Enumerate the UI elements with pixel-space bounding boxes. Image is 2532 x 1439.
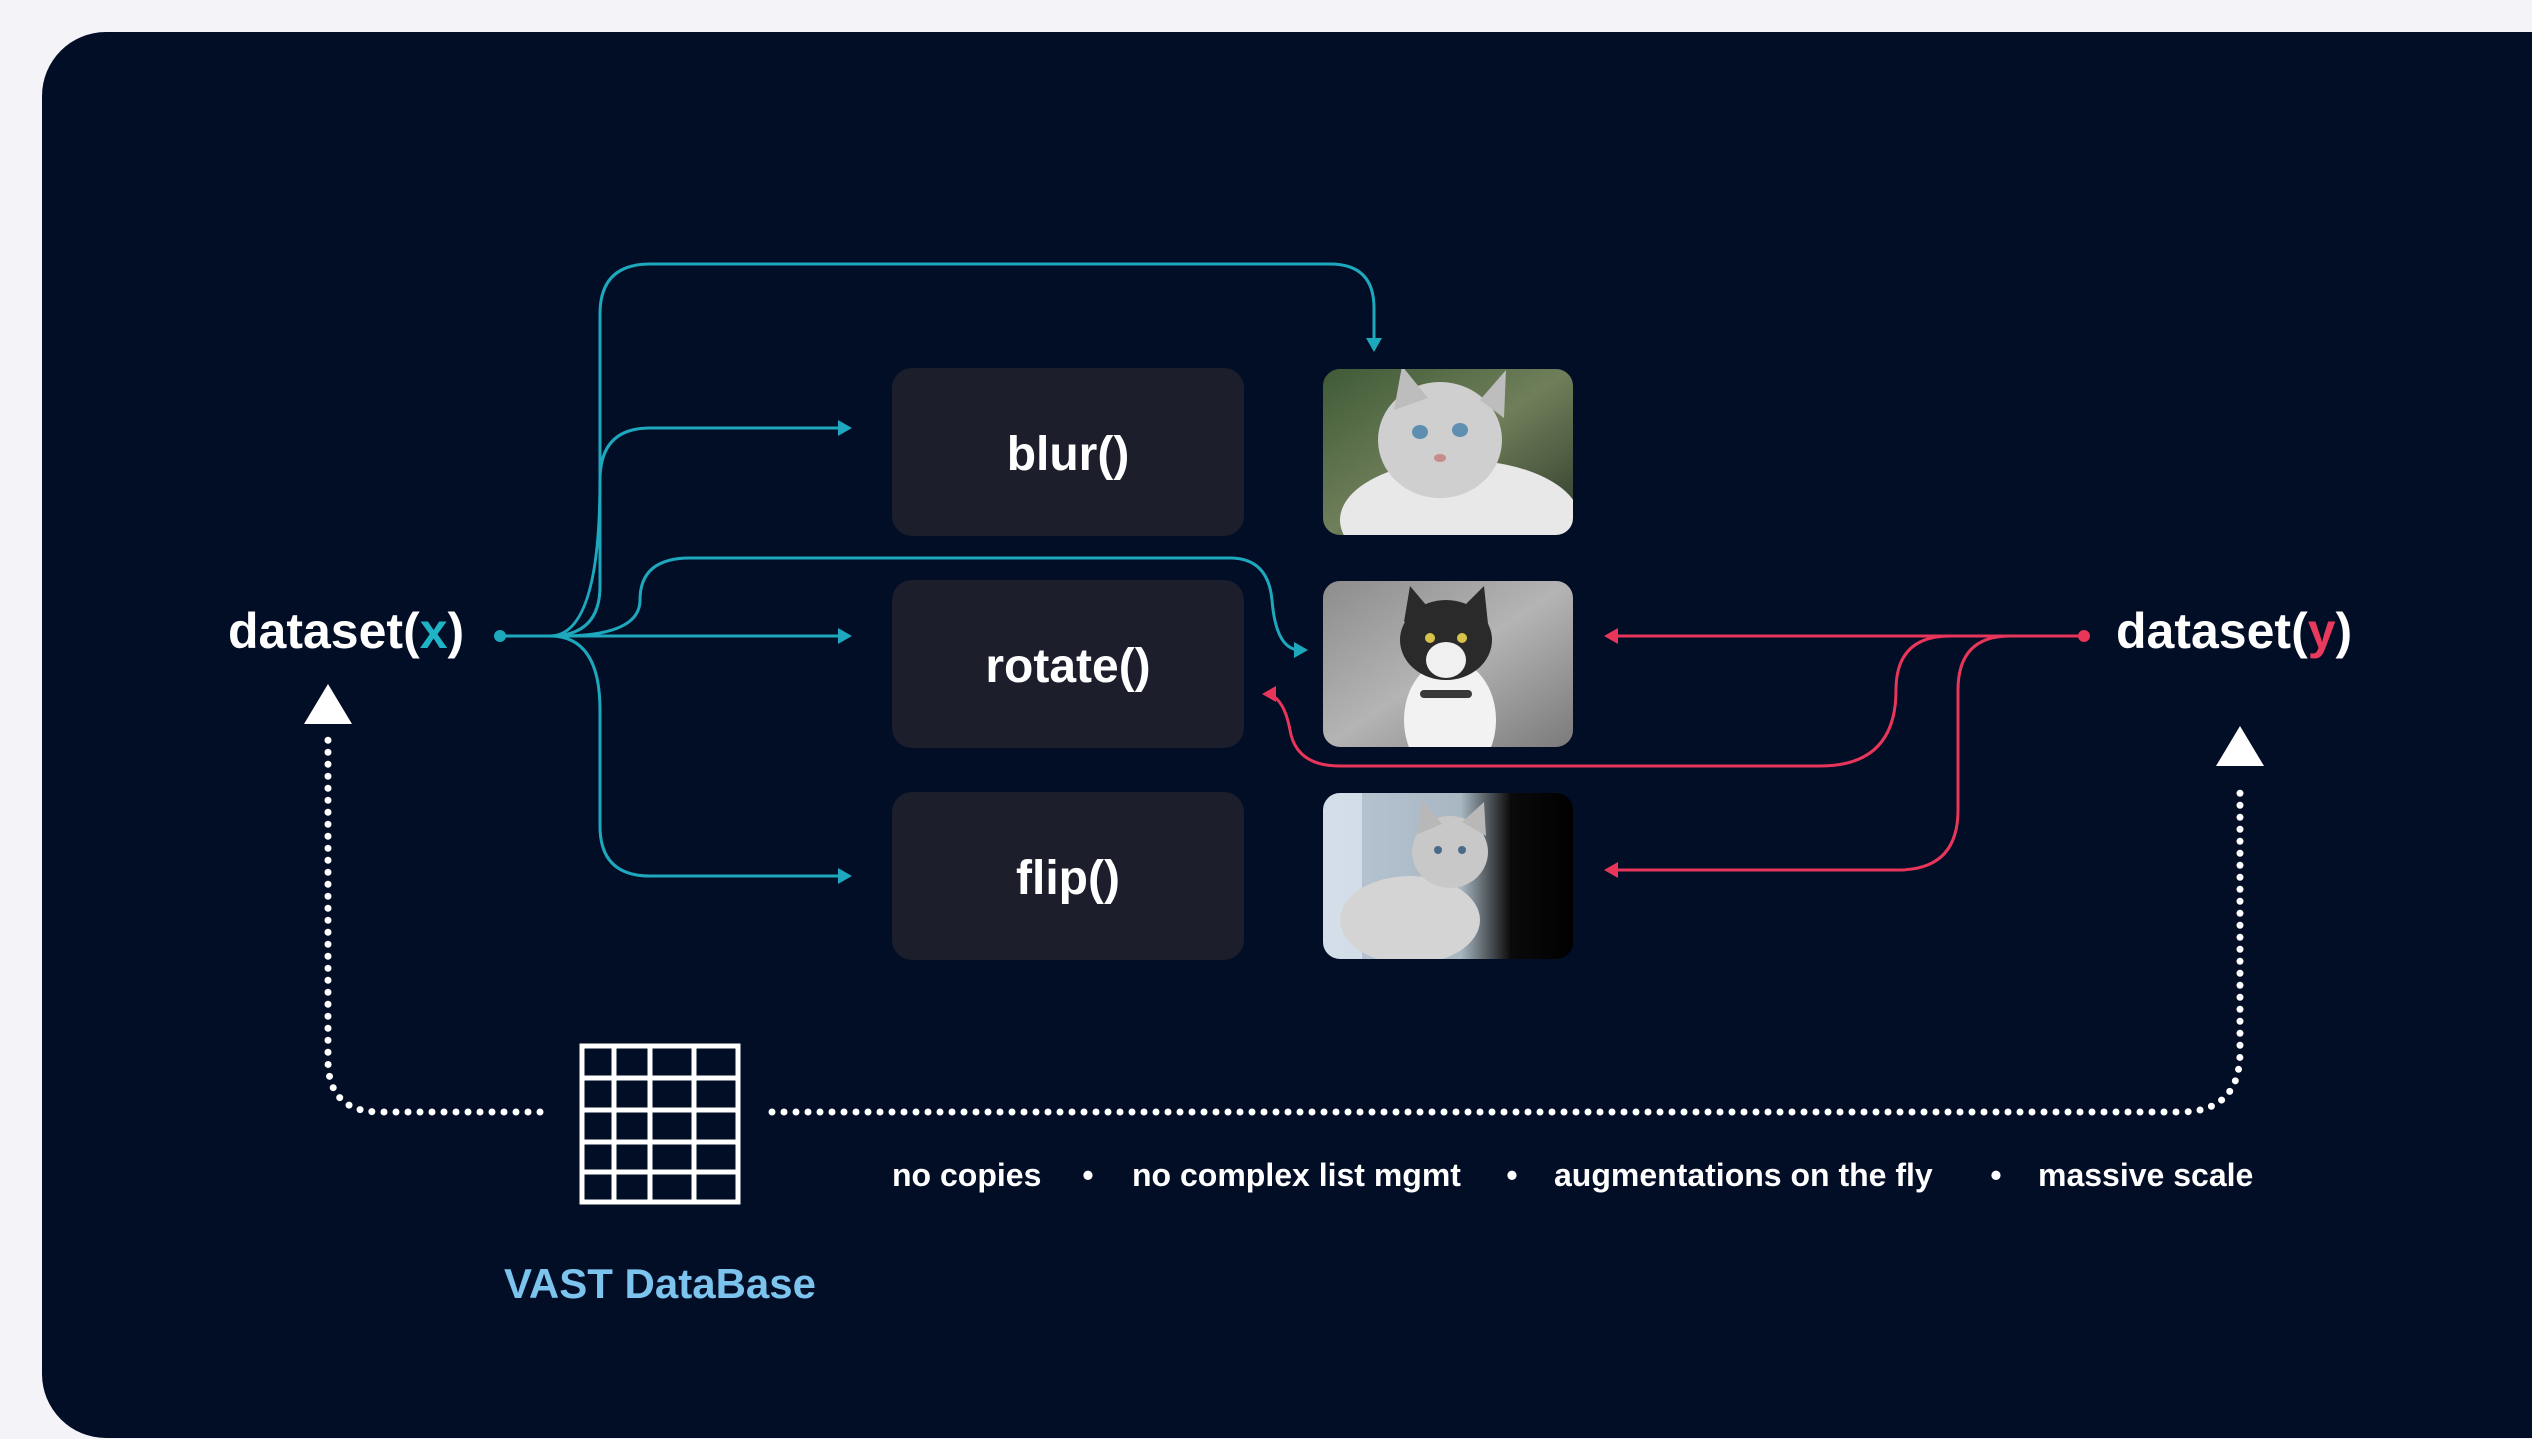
feature-list: no copies • no complex list mgmt • augme… bbox=[892, 1157, 2253, 1193]
feature-separator: • bbox=[1506, 1157, 1517, 1193]
feature-item: no copies bbox=[892, 1157, 1041, 1193]
feature-item: augmentations on the fly bbox=[1554, 1157, 1933, 1193]
arrow-up-to-source bbox=[304, 684, 352, 724]
database-loop bbox=[304, 684, 2264, 1116]
source-dataset-label: dataset(x) bbox=[228, 603, 464, 659]
cat-photo-blurred-icon bbox=[1322, 368, 1574, 536]
target-dataset-label: dataset(y) bbox=[2116, 603, 2352, 659]
cat-photo-rotated-icon bbox=[1322, 580, 1574, 748]
arrow-to-rotate bbox=[838, 628, 852, 644]
arrow-to-image-2-red bbox=[1604, 628, 1618, 644]
function-box-flip[interactable]: flip() bbox=[892, 792, 1244, 960]
arrow-to-rotate-red bbox=[1262, 686, 1276, 702]
function-label: flip() bbox=[1016, 852, 1120, 905]
cat-photo-flipped-icon bbox=[1322, 792, 1574, 960]
function-box-rotate[interactable]: rotate() bbox=[892, 580, 1244, 748]
source-flow-lines bbox=[494, 262, 1382, 884]
function-box-blur[interactable]: blur() bbox=[892, 368, 1244, 536]
arrow-to-image-2 bbox=[1294, 642, 1308, 658]
function-label: rotate() bbox=[985, 640, 1150, 693]
feature-separator: • bbox=[1990, 1157, 2001, 1193]
feature-item: no complex list mgmt bbox=[1132, 1157, 1461, 1193]
arrow-up-to-target bbox=[2216, 726, 2264, 766]
feature-separator: • bbox=[1082, 1157, 1093, 1193]
arrow-to-blur bbox=[838, 420, 852, 436]
arrow-to-image-1 bbox=[1366, 338, 1382, 352]
arrow-to-flip bbox=[838, 868, 852, 884]
function-label: blur() bbox=[1007, 428, 1130, 481]
diagram-background bbox=[42, 32, 2532, 1438]
target-flow-lines bbox=[1262, 628, 2090, 878]
table-grid-icon bbox=[579, 1043, 741, 1205]
feature-item: massive scale bbox=[2038, 1157, 2253, 1193]
database-label: VAST DataBase bbox=[504, 1260, 816, 1307]
arrow-to-image-3-red bbox=[1604, 862, 1618, 878]
